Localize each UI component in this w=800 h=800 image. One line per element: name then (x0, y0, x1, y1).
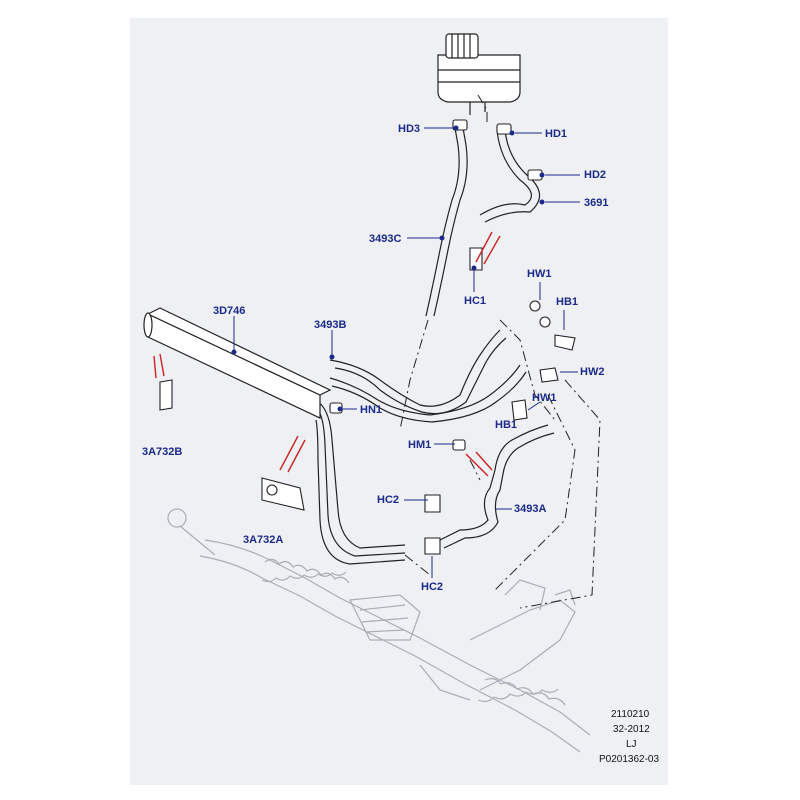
callout-hd1: HD1 (545, 128, 568, 140)
callout-3493c: 3493C (369, 233, 402, 245)
footer-line-2: 32-2012 (613, 724, 650, 735)
callout-hc1: HC1 (464, 295, 487, 307)
callout-3a732b: 3A732B (142, 446, 183, 458)
callout-3493b: 3493B (314, 319, 347, 331)
callout-3a732a: 3A732A (243, 534, 284, 546)
callout-hc2-bot: HC2 (421, 581, 444, 593)
callout-3493a: 3493A (514, 503, 547, 515)
callout-hb1-mid: HB1 (495, 419, 518, 431)
fluid-reservoir (437, 33, 521, 115)
red-arrows (153, 231, 501, 477)
callout-hw2: HW2 (580, 366, 605, 378)
fittings (159, 119, 576, 555)
callout-hd3: HD3 (398, 123, 421, 135)
callout-hm1: HM1 (408, 439, 432, 451)
footer-line-1: 2110210 (611, 709, 650, 720)
footer-line-3: LJ (626, 739, 637, 750)
diagram-sheet (130, 18, 668, 785)
leader-lines (231, 125, 580, 578)
footer-line-4: P0201362-03 (599, 754, 660, 765)
callout-hb1-top: HB1 (556, 296, 579, 308)
callout-hn1: HN1 (360, 404, 383, 416)
cooler-3d746 (143, 307, 332, 419)
callout-hd2: HD2 (584, 169, 607, 181)
callout-3d746: 3D746 (213, 305, 246, 317)
routing-lines (399, 94, 601, 609)
callout-hw1-top: HW1 (527, 268, 552, 280)
callout-3691: 3691 (584, 197, 609, 209)
steering-rack-ghost (167, 508, 591, 753)
hoses (315, 127, 555, 565)
callout-hw1-mid: HW1 (532, 392, 557, 404)
callout-hc2-mid: HC2 (377, 494, 400, 506)
